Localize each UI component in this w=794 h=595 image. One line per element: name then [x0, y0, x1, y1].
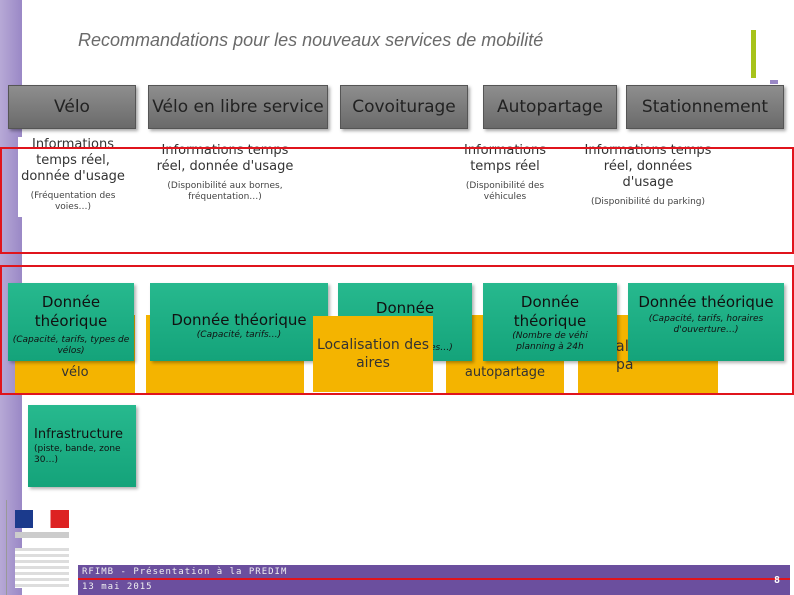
theory-velo: Donnée théorique (Capacité, tarifs, type…	[8, 283, 134, 361]
theory-autopartage-title: Donnée théorique	[513, 293, 587, 330]
accent-mark	[770, 80, 778, 84]
footer-line2: 13 mai 2015	[82, 582, 153, 592]
info-stationnement: Informations temps réel, données d'usage…	[578, 143, 718, 215]
info-vls-note: (Disponibilité aux bornes, fréquentation…	[167, 181, 283, 202]
ministry-logo	[6, 500, 76, 595]
theory-stationnement-note: (Capacité, tarifs, horaires d'ouverture……	[648, 314, 764, 335]
theory-covoiturage-title: Donnée	[375, 299, 435, 317]
theory-covoiturage-fragment: es…)	[430, 343, 453, 353]
theory-stationnement: Donnée théorique (Capacité, tarifs, hora…	[628, 283, 784, 361]
accent-bar	[751, 30, 756, 78]
orange-autopartage-text: autopartage	[464, 365, 546, 380]
header-velo: Vélo	[8, 85, 136, 129]
info-vls: Informations temps réel, donnée d'usage …	[146, 143, 304, 215]
header-stationnement: Stationnement	[626, 85, 784, 129]
localisation-aires: Localisation des aires	[313, 316, 433, 392]
theory-vls-note: (Capacité, tarifs…)	[196, 330, 282, 340]
flag-icon	[15, 510, 69, 528]
infrastructure-title: Infrastructure	[34, 427, 123, 442]
header-vls: Vélo en libre service	[148, 85, 328, 129]
logo-text-icon	[15, 532, 69, 538]
info-autopartage-note: (Disponibilité des véhicules	[465, 181, 545, 202]
theory-autopartage: Donnée théorique (Nombre de véhi plannin…	[483, 283, 617, 361]
theory-vls: Donnée théorique (Capacité, tarifs…)	[150, 283, 328, 361]
info-autopartage-text: Informations temps réel	[463, 143, 547, 174]
realtime-frame	[0, 147, 794, 254]
theory-stationnement-title: Donnée théorique	[638, 293, 774, 311]
theory-autopartage-note: (Nombre de véhi	[512, 331, 588, 341]
theory-autopartage-planning: planning à 24h	[516, 342, 584, 352]
theory-vls-title: Donnée théorique	[171, 311, 307, 329]
footer-bar	[78, 565, 790, 595]
theory-frame	[0, 265, 794, 395]
infrastructure-box: Infrastructure (piste, bande, zone 30…)	[28, 405, 136, 487]
orange-pa-text: pa	[616, 357, 634, 373]
infrastructure-note: (piste, bande, zone 30…)	[34, 444, 121, 465]
info-vls-text: Informations temps réel, donnée d'usage	[156, 143, 294, 174]
orange-velo-text: vélo	[61, 365, 89, 380]
page-number: 8	[774, 575, 782, 586]
info-stationnement-text: Informations temps réel, données d'usage	[584, 143, 712, 190]
info-velo-note: (Fréquentation des voies…)	[30, 191, 116, 212]
slide-title: Recommandations pour les nouveaux servic…	[78, 30, 544, 50]
logo-caption-icon	[15, 548, 69, 588]
header-autopartage: Autopartage	[483, 85, 617, 129]
footer-line1: RFIMB - Présentation à la PREDIM	[82, 567, 288, 577]
theory-velo-title: Donnée théorique	[34, 293, 108, 330]
footer-red-line	[78, 578, 790, 580]
info-stationnement-note: (Disponibilité du parking)	[590, 197, 706, 207]
theory-velo-note: (Capacité, tarifs, types de vélos)	[12, 335, 130, 356]
header-covoiturage: Covoiturage	[340, 85, 468, 129]
info-autopartage: Informations temps réel (Disponibilité d…	[446, 143, 564, 215]
info-velo: Informations temps réel, donnée d'usage …	[18, 137, 128, 217]
